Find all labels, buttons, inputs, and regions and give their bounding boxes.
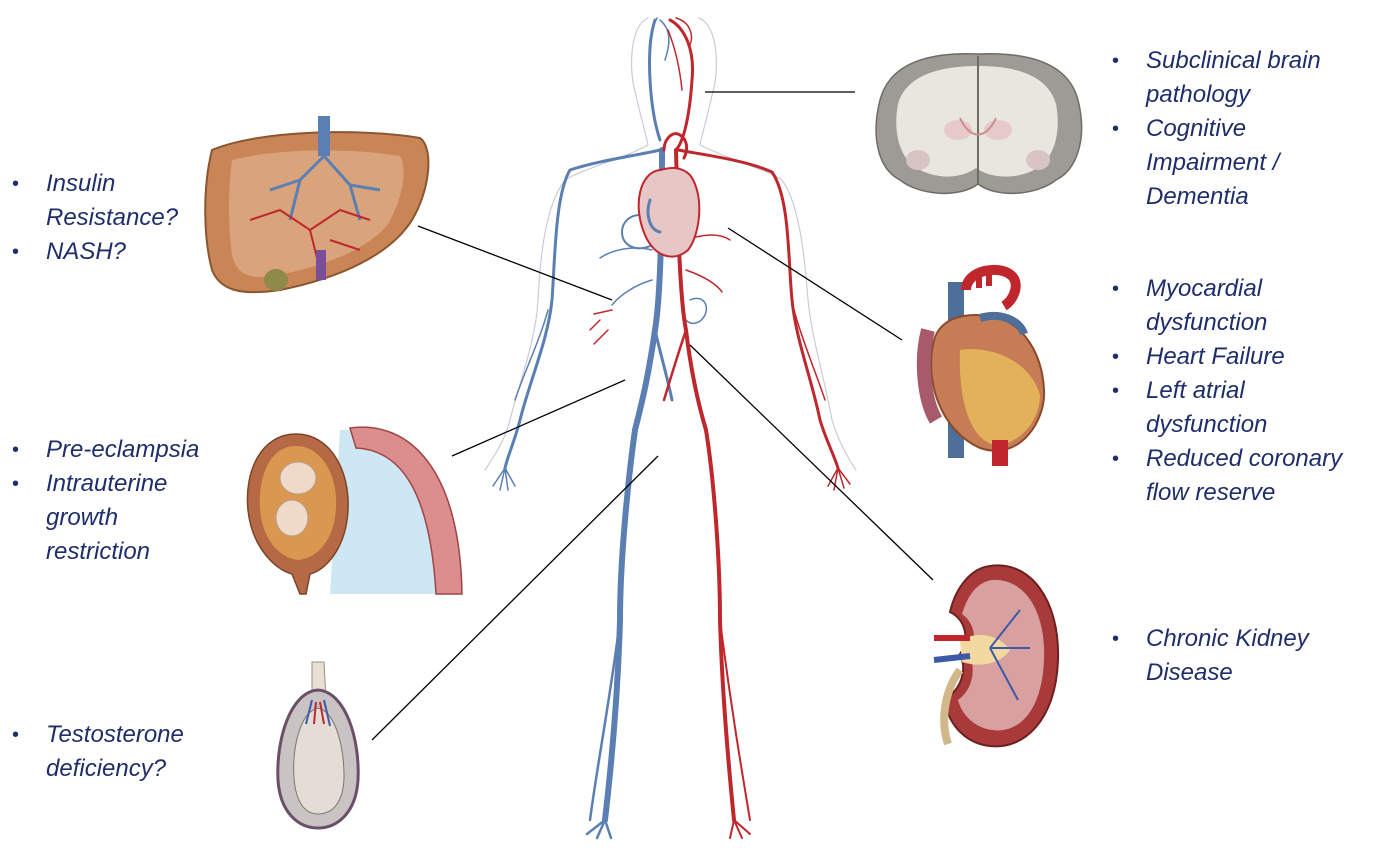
placenta-effect-item: Intrauterine growth restriction bbox=[10, 467, 225, 569]
testis-icon bbox=[278, 662, 358, 828]
kidney-effects-list: Chronic Kidney Disease bbox=[1110, 622, 1340, 690]
heart-effect-item: Heart Failure bbox=[1110, 340, 1370, 374]
brain-coronal-section-icon bbox=[876, 54, 1082, 194]
liver-leader-line bbox=[418, 226, 612, 300]
testis-effect-item: Testosterone deficiency? bbox=[10, 718, 210, 786]
heart-effect-item: Reduced coronary flow reserve bbox=[1110, 442, 1370, 510]
placenta-effects-list: Pre-eclampsia Intrauterine growth restri… bbox=[10, 433, 225, 569]
heart-effect-item: Left atrial dysfunction bbox=[1110, 374, 1370, 442]
brain-effect-item: Cognitive Impairment / Dementia bbox=[1110, 112, 1360, 214]
heart-effect-item: Myocardial dysfunction bbox=[1110, 272, 1370, 340]
heart-effects-list: Myocardial dysfunction Heart Failure Lef… bbox=[1110, 272, 1370, 510]
placenta-leader-line bbox=[452, 380, 625, 456]
uterus-placenta-icon bbox=[247, 427, 462, 594]
liver-effect-item: NASH? bbox=[10, 235, 180, 269]
heart-leader-line bbox=[728, 228, 902, 340]
liver-icon bbox=[205, 116, 428, 292]
brain-effects-list: Subclinical brain pathology Cognitive Im… bbox=[1110, 44, 1360, 214]
heart-icon bbox=[924, 266, 1044, 466]
liver-effect-item: Insulin Resistance? bbox=[10, 167, 180, 235]
testis-effects-list: Testosterone deficiency? bbox=[10, 718, 210, 786]
placenta-effect-item: Pre-eclampsia bbox=[10, 433, 225, 467]
liver-effects-list: Insulin Resistance? NASH? bbox=[10, 167, 180, 269]
brain-effect-item: Subclinical brain pathology bbox=[1110, 44, 1360, 112]
kidney-icon bbox=[934, 565, 1058, 746]
circulatory-system-figure bbox=[485, 18, 856, 838]
kidney-effect-item: Chronic Kidney Disease bbox=[1110, 622, 1340, 690]
